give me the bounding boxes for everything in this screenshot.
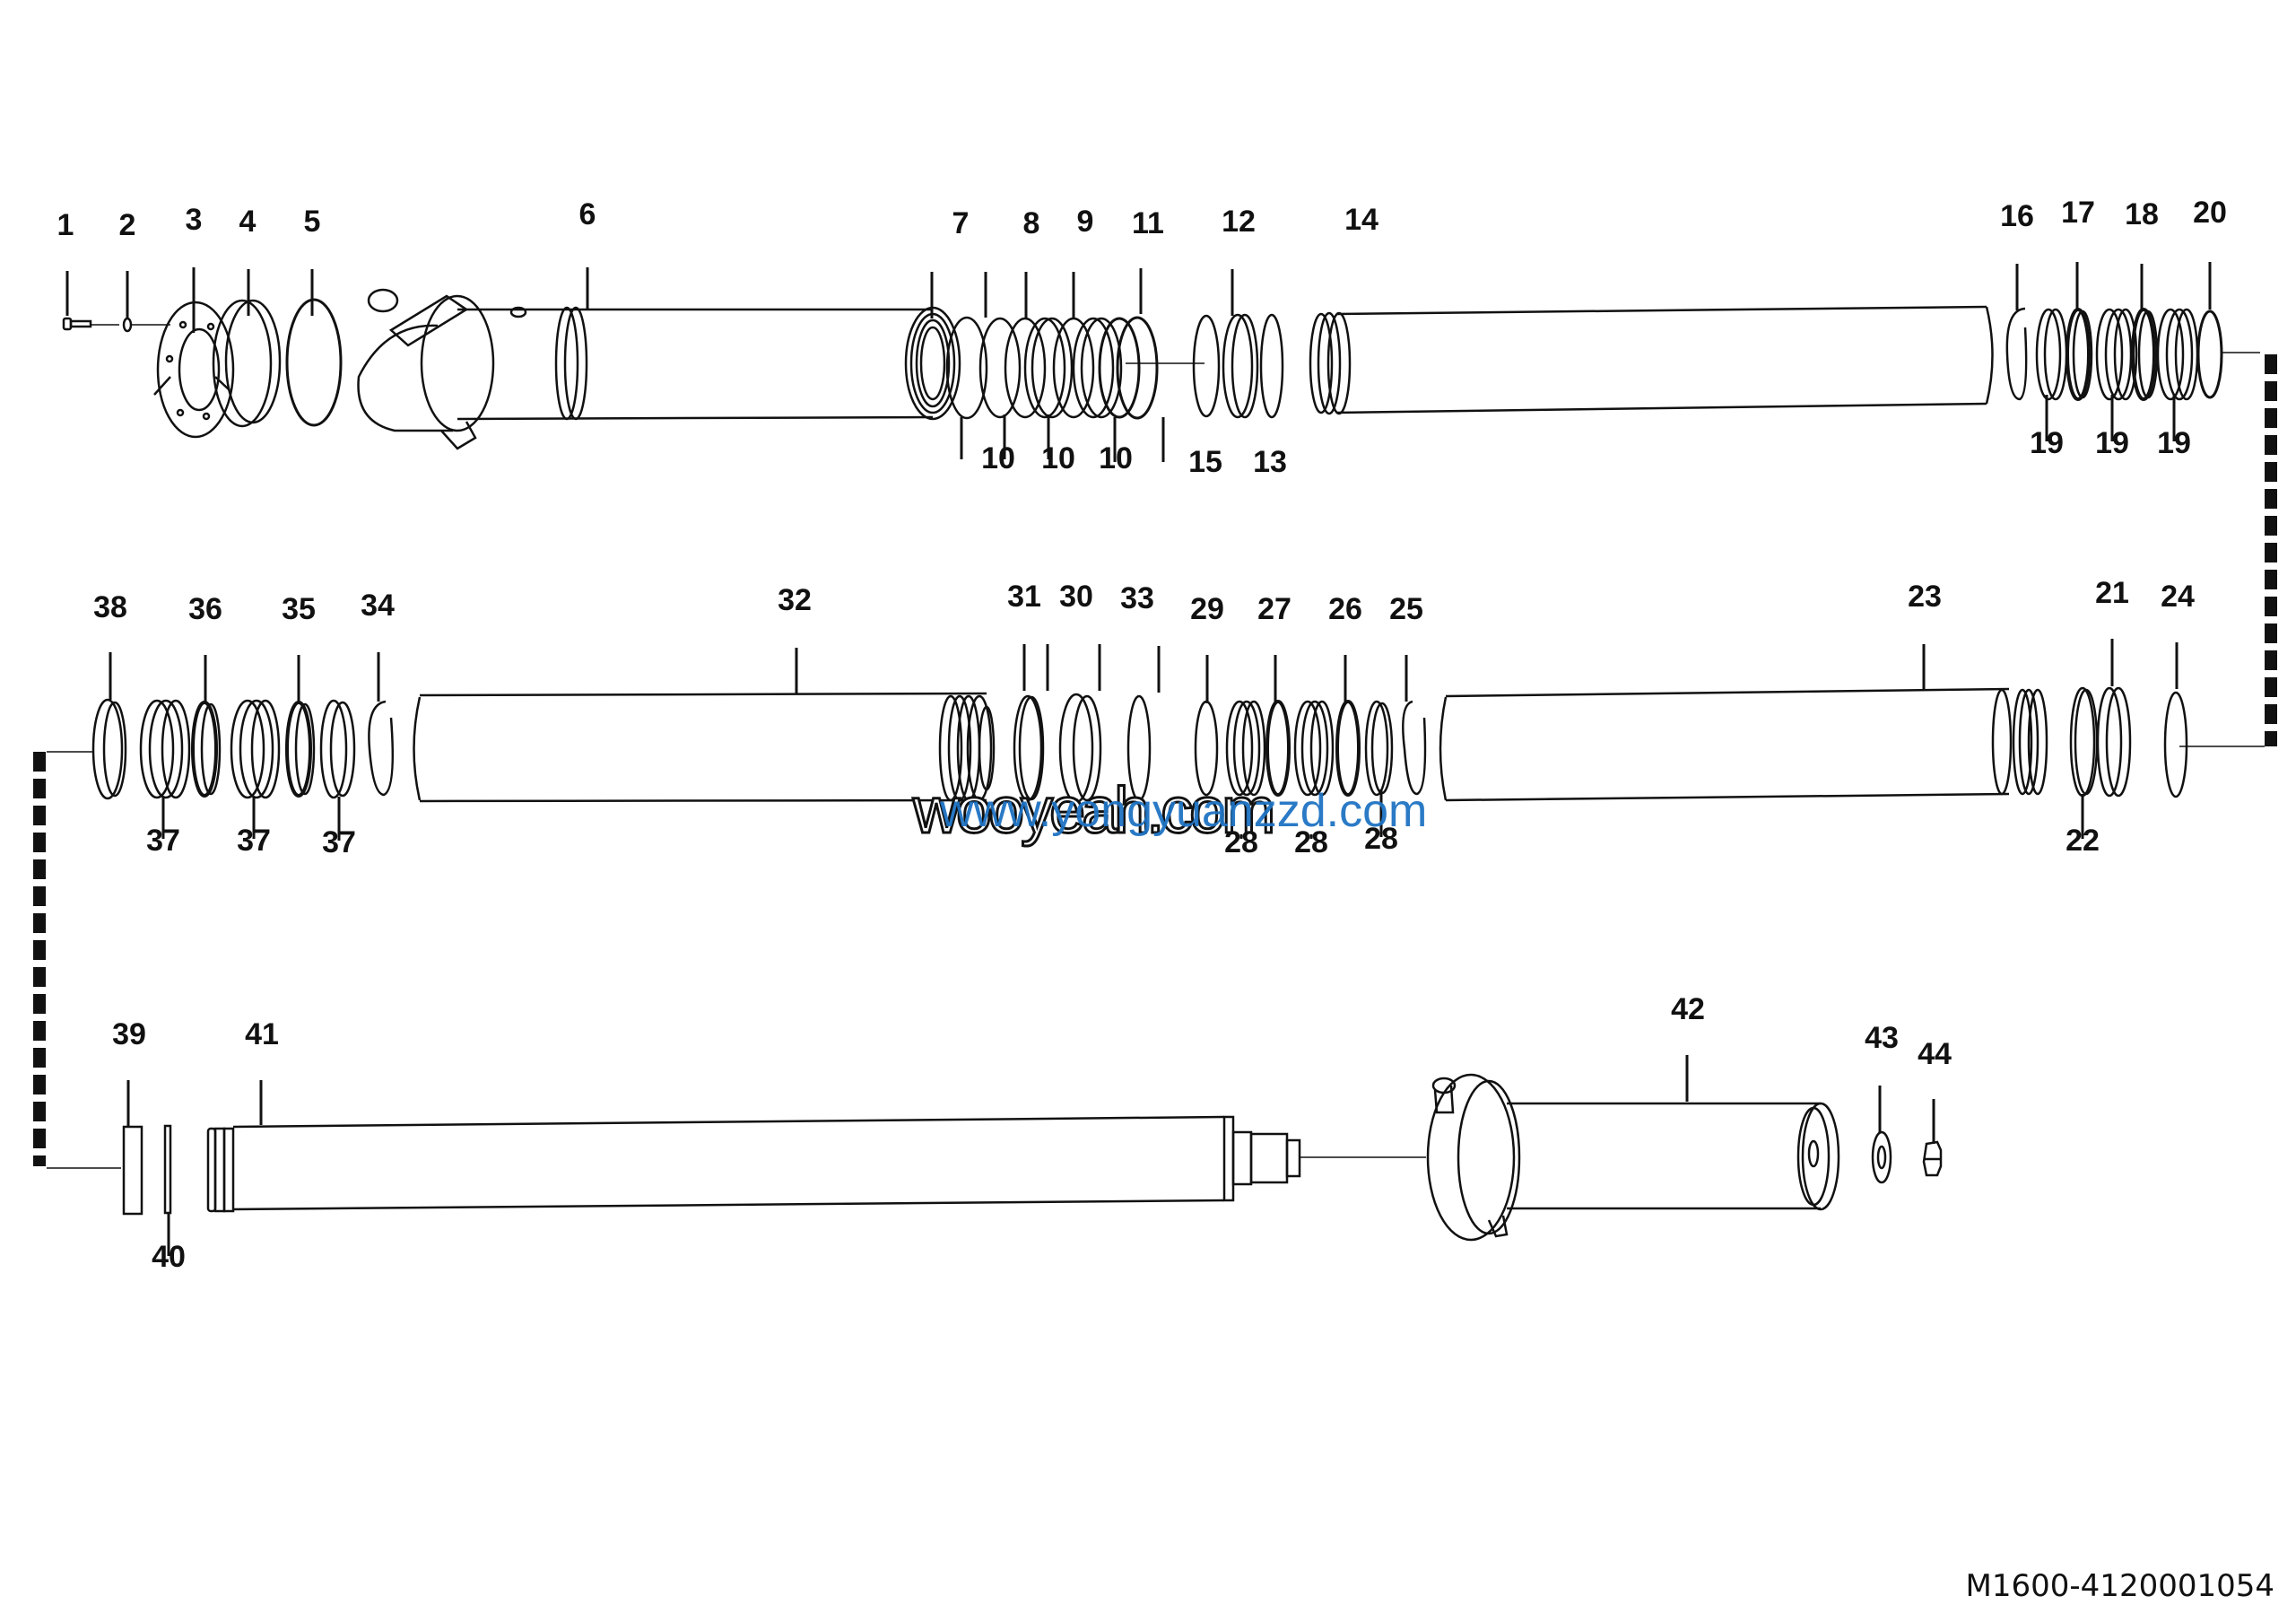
parts-34-to-38-seals bbox=[91, 698, 395, 800]
callout-label-37: 37 bbox=[146, 824, 180, 858]
callout-label-33: 33 bbox=[1120, 581, 1154, 615]
callout-label-19: 19 bbox=[2095, 426, 2129, 460]
part-41-piston-rod bbox=[206, 1115, 1426, 1213]
callout-label-14: 14 bbox=[1344, 203, 1378, 237]
watermark-outline-text: wooyeah.com bbox=[911, 775, 1276, 847]
callout-label-2: 2 bbox=[118, 208, 136, 242]
callout-label-1: 1 bbox=[57, 208, 74, 242]
row-2-parts bbox=[91, 639, 2188, 841]
watermark-blue-text: www.yongyuanzzd.com bbox=[940, 785, 1428, 837]
callout-label-7: 7 bbox=[952, 206, 970, 240]
part-3-split-flange bbox=[153, 301, 235, 439]
part-2-washer bbox=[122, 317, 170, 333]
part-23-tube bbox=[1439, 687, 2048, 802]
connector-right-dashed bbox=[2179, 354, 2277, 747]
part-1-bolt bbox=[62, 317, 119, 331]
callout-label-10: 10 bbox=[1041, 441, 1075, 475]
parts-16-to-20-rings bbox=[2005, 307, 2260, 401]
part-4-cap bbox=[212, 299, 282, 428]
parts-25-to-31-33-seals bbox=[1013, 693, 1427, 804]
callout-label-36: 36 bbox=[188, 592, 222, 626]
callout-label-24: 24 bbox=[2161, 580, 2195, 614]
callout-label-20: 20 bbox=[2193, 196, 2227, 230]
document-id: M1600-4120001054 bbox=[1965, 1568, 2274, 1604]
callout-label-6: 6 bbox=[578, 197, 596, 231]
callout-label-18: 18 bbox=[2125, 197, 2159, 231]
callout-label-16: 16 bbox=[2000, 199, 2034, 233]
callout-label-22: 22 bbox=[2066, 824, 2100, 858]
callout-label-10: 10 bbox=[1099, 441, 1133, 475]
callout-label-34: 34 bbox=[361, 589, 395, 623]
part-42-cylinder-head bbox=[1426, 1073, 1840, 1242]
callout-label-25: 25 bbox=[1389, 592, 1423, 626]
callout-label-30: 30 bbox=[1059, 580, 1093, 614]
callout-label-43: 43 bbox=[1865, 1021, 1899, 1055]
callout-label-5: 5 bbox=[303, 205, 321, 239]
callout-label-28: 28 bbox=[1224, 825, 1258, 859]
part-39-40-spacers bbox=[122, 1124, 172, 1216]
callout-label-42: 42 bbox=[1671, 992, 1705, 1026]
callout-label-9: 9 bbox=[1076, 205, 1094, 239]
part-6-cylinder-barrel bbox=[357, 288, 961, 450]
part-44-nut bbox=[1922, 1140, 1943, 1177]
callout-label-37: 37 bbox=[322, 825, 356, 859]
callout-label-31: 31 bbox=[1007, 580, 1041, 614]
part-32-tube bbox=[413, 692, 996, 803]
parts-12-13-15-rings bbox=[1192, 313, 1284, 419]
callout-label-12: 12 bbox=[1222, 205, 1256, 239]
callout-label-39: 39 bbox=[112, 1017, 146, 1051]
callout-label-4: 4 bbox=[239, 205, 257, 239]
callout-label-3: 3 bbox=[185, 203, 203, 237]
callout-label-13: 13 bbox=[1253, 445, 1287, 479]
callout-label-32: 32 bbox=[778, 583, 812, 617]
leader-lines-row2 bbox=[109, 639, 2179, 841]
callout-label-40: 40 bbox=[152, 1240, 186, 1274]
connector-left-dashed bbox=[33, 751, 121, 1169]
callout-label-38: 38 bbox=[93, 590, 127, 624]
parts-21-22-24-rings bbox=[2069, 686, 2188, 798]
callout-label-19: 19 bbox=[2030, 426, 2064, 460]
part-5-o-ring bbox=[285, 298, 343, 427]
callout-label-17: 17 bbox=[2061, 196, 2095, 230]
callout-label-21: 21 bbox=[2095, 576, 2129, 610]
callout-label-15: 15 bbox=[1188, 445, 1222, 479]
leader-lines-row3 bbox=[126, 1055, 1935, 1256]
part-14-tube bbox=[1309, 305, 1994, 415]
callout-label-23: 23 bbox=[1908, 580, 1942, 614]
row-1-parts bbox=[62, 262, 2260, 462]
part-43-washer bbox=[1871, 1130, 1892, 1184]
callout-label-44: 44 bbox=[1918, 1037, 1952, 1071]
callout-label-27: 27 bbox=[1257, 592, 1292, 626]
callout-label-37: 37 bbox=[237, 824, 271, 858]
callout-label-28: 28 bbox=[1364, 822, 1398, 856]
callout-label-10: 10 bbox=[981, 441, 1015, 475]
parts-7-to-11-seal-stack bbox=[945, 316, 1205, 420]
callout-label-8: 8 bbox=[1022, 206, 1040, 240]
callout-label-28: 28 bbox=[1294, 825, 1328, 859]
row-3-parts bbox=[122, 1055, 1943, 1256]
callout-label-29: 29 bbox=[1190, 592, 1224, 626]
callout-label-11: 11 bbox=[1132, 206, 1164, 240]
callout-label-19: 19 bbox=[2157, 426, 2191, 460]
callout-label-41: 41 bbox=[245, 1017, 279, 1051]
leader-lines-row1 bbox=[65, 262, 2212, 462]
callout-label-26: 26 bbox=[1328, 592, 1362, 626]
callout-label-35: 35 bbox=[282, 592, 316, 626]
